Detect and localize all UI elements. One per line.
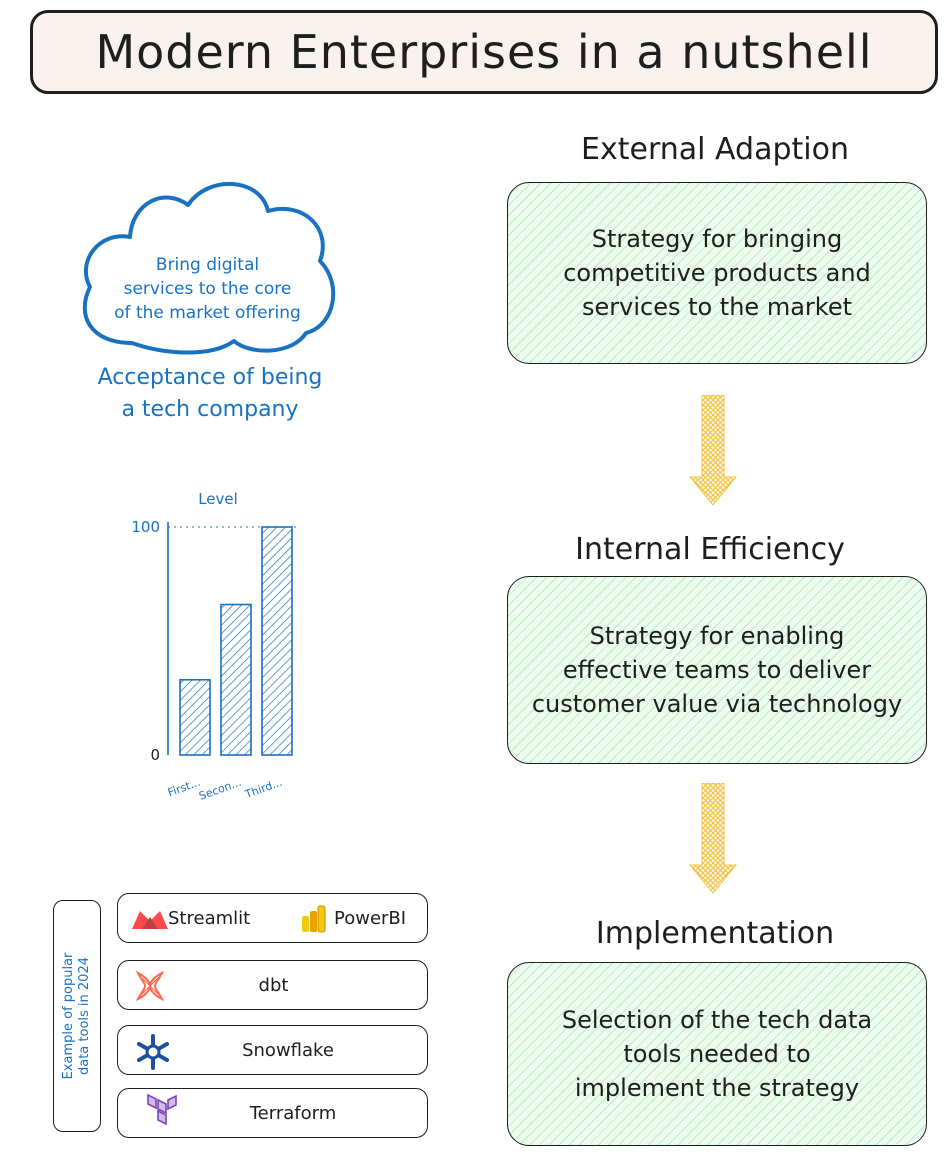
down-arrow-1: [688, 395, 738, 506]
terraform-label: Terraform: [249, 1103, 337, 1124]
level-chart: Level 0 100 First...Secon...Third...: [131, 490, 298, 800]
strategy-line: competitive products and: [563, 259, 871, 287]
down-arrow-2: [688, 783, 738, 894]
strategy-line: effective teams to deliver: [562, 656, 872, 684]
tools-caption-line: Example of popular: [61, 952, 76, 1080]
tools-caption-line: data tools in 2024: [77, 957, 92, 1076]
x-tick-label: Secon...: [197, 776, 243, 800]
stage-heading-internal: Internal Efficiency: [575, 532, 845, 567]
tools-caption-box: Example of popular data tools in 2024: [53, 900, 101, 1132]
terraform-logo-icon: [147, 1093, 177, 1126]
strategy-line: implement the strategy: [574, 1074, 860, 1102]
strategy-line: services to the market: [581, 293, 852, 321]
strategy-box-implementation: Selection of the tech data tools needed …: [507, 962, 927, 1146]
dbt-logo-icon: [135, 970, 165, 1002]
caption-line: a tech company: [121, 397, 299, 422]
tool-row-dbt: dbt: [117, 960, 428, 1010]
page-title: Modern Enterprises in a nutshell: [95, 25, 873, 79]
dbt-label: dbt: [258, 975, 289, 996]
cloud-line: services to the core: [123, 279, 292, 299]
chart-title: Level: [198, 490, 238, 508]
snowflake-logo-icon: [137, 1034, 169, 1070]
cloud-outline: [82, 182, 336, 355]
streamlit-logo-icon: [132, 911, 168, 929]
cloud-line: Bring digital: [155, 255, 260, 275]
bar: [220, 603, 252, 756]
snowflake-label: Snowflake: [242, 1040, 334, 1061]
strategy-box-external: Strategy for bringing competitive produc…: [507, 182, 927, 364]
tool-row-snowflake: Snowflake: [117, 1025, 428, 1075]
strategy-line: Selection of the tech data: [561, 1006, 873, 1034]
strategy-line: Strategy for enabling: [589, 622, 845, 650]
tools-caption: Example of popular data tools in 2024: [61, 906, 93, 1126]
cloud-text: Bring digital services to the core of th…: [70, 253, 345, 325]
x-tick-label: Third...: [242, 776, 284, 800]
powerbi-logo-icon: [302, 905, 326, 933]
title-box: Modern Enterprises in a nutshell: [30, 10, 938, 94]
bar: [179, 678, 211, 756]
strategy-line: Strategy for bringing: [591, 225, 843, 253]
stage-heading-implementation: Implementation: [595, 916, 835, 951]
cloud-line: of the market offering: [114, 303, 301, 323]
cloud-shape: [82, 182, 336, 355]
streamlit-label: Streamlit: [168, 908, 251, 929]
strategy-box-internal: Strategy for enabling effective teams to…: [507, 576, 927, 764]
bar: [261, 526, 293, 756]
x-tick-label: First...: [166, 776, 202, 800]
tool-row-terraform: Terraform: [117, 1088, 428, 1138]
y-tick-label: 100: [131, 518, 160, 536]
y-tick-label: 0: [150, 746, 160, 764]
stage-heading-external: External Adaption: [581, 132, 849, 167]
caption-line: Acceptance of being: [97, 365, 323, 390]
powerbi-label: PowerBI: [334, 908, 407, 929]
tool-row-bi: Streamlit PowerBI: [117, 893, 428, 943]
strategy-line: customer value via technology: [531, 690, 903, 718]
cloud-caption: Acceptance of being a tech company: [60, 362, 360, 426]
strategy-line: tools needed to: [623, 1040, 811, 1068]
